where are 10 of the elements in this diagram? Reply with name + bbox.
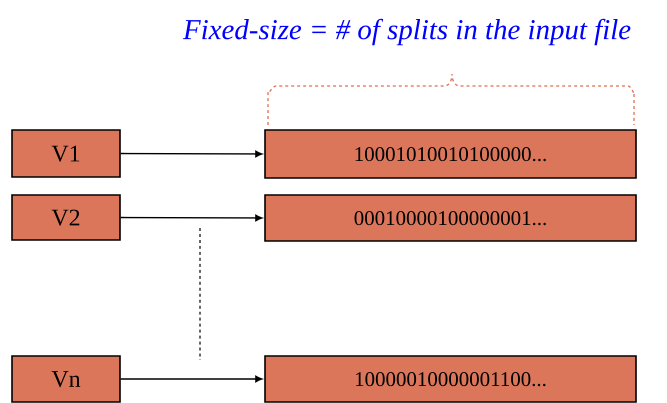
bit-array-box: 10000010000001100...: [264, 355, 637, 403]
bracket-caption: Fixed-size = # of splits in the input file: [182, 18, 630, 46]
bit-array-box: 10001010010100000...: [264, 129, 637, 179]
arrow: [120, 214, 262, 222]
bit-array-box: 00010000100000001...: [264, 194, 637, 242]
variable-box: Vn: [11, 355, 121, 403]
arrow: [120, 150, 262, 158]
variable-box: V2: [11, 194, 121, 241]
variable-box: V1: [11, 129, 121, 178]
arrow: [120, 376, 262, 382]
